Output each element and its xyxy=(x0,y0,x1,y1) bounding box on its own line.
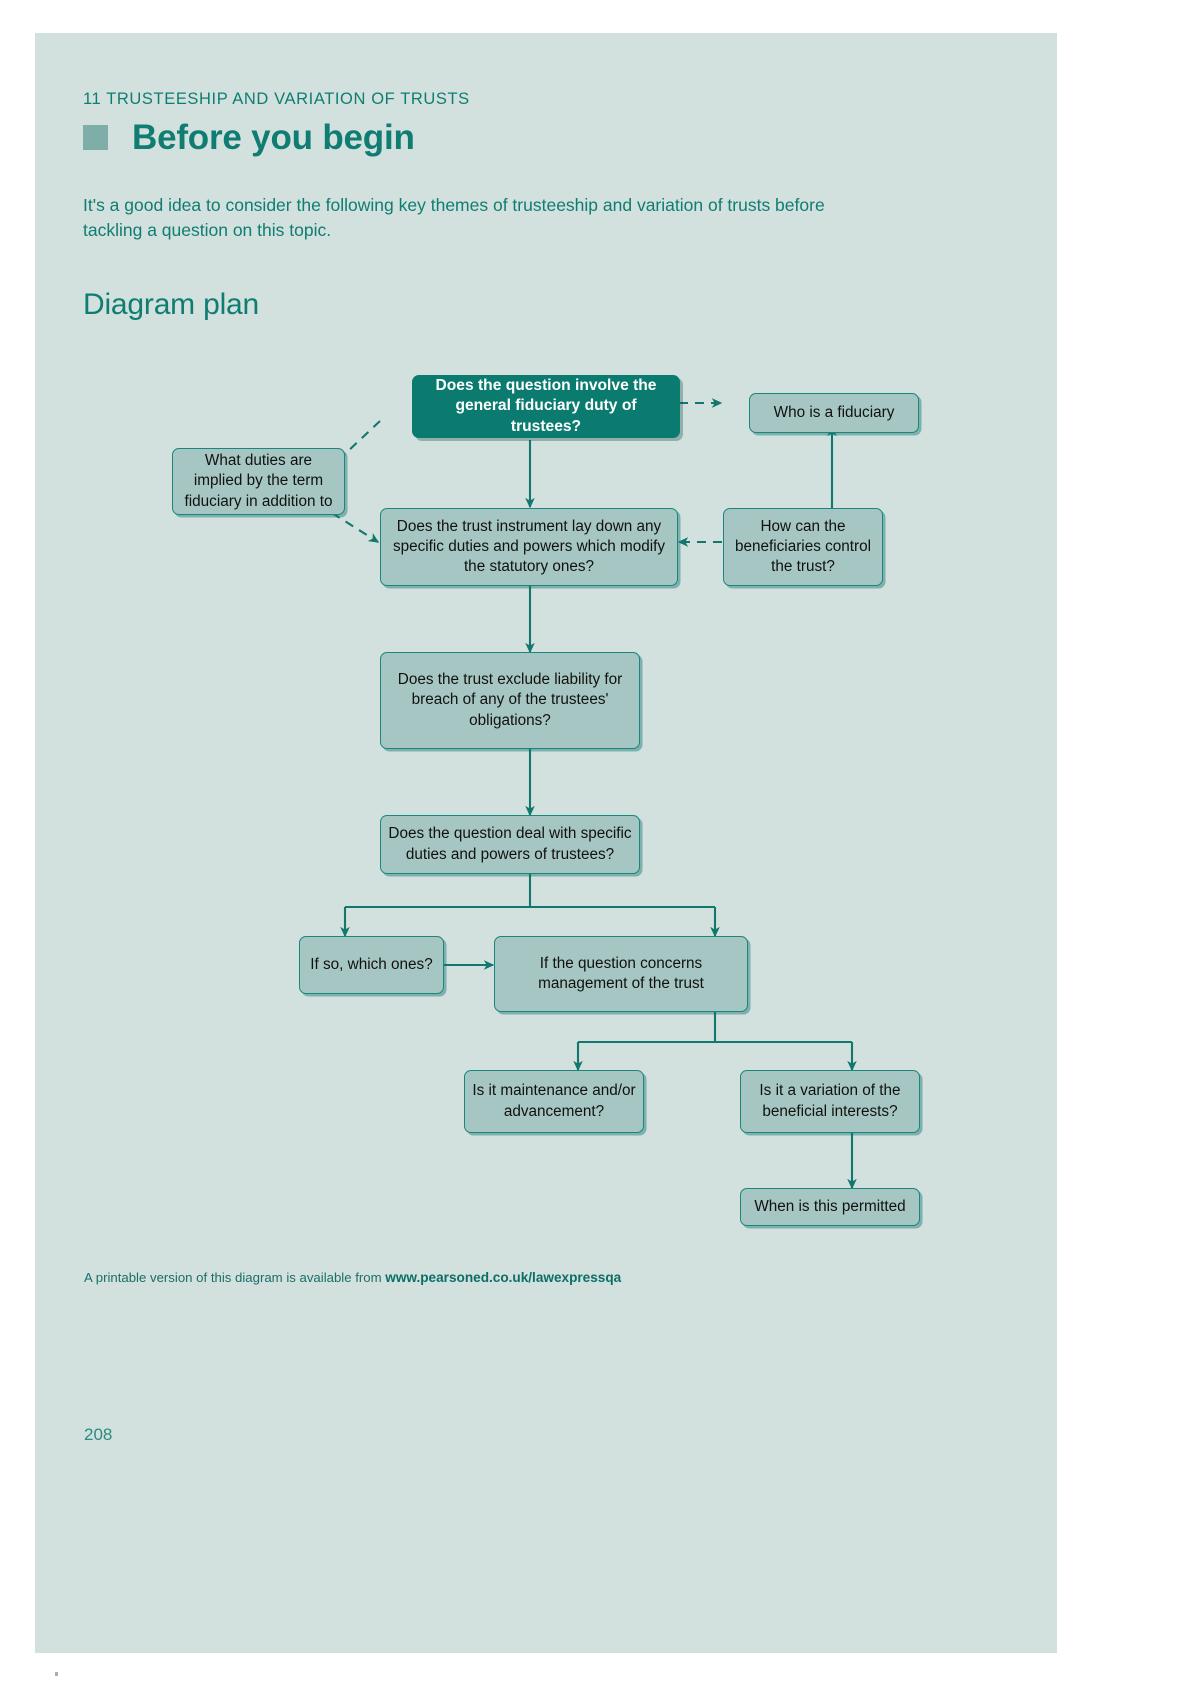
node-label: How can the beneficiaries control the tr… xyxy=(734,517,872,576)
node-maintenance-advancement[interactable]: Is it maintenance and/or advancement? xyxy=(464,1070,644,1133)
page-title: Before you begin xyxy=(132,118,415,157)
section-heading-diagram-plan: Diagram plan xyxy=(83,288,260,321)
node-label: Does the trust instrument lay down any s… xyxy=(392,517,666,576)
page-edge-mark xyxy=(55,1672,58,1676)
diagram-plan-flowchart: Does the question involve the general fi… xyxy=(172,375,920,1226)
node-specific-duties[interactable]: Does the question deal with specific dut… xyxy=(380,815,640,874)
node-label: Does the question deal with specific dut… xyxy=(388,825,632,863)
page-title-row: Before you begin xyxy=(83,120,415,155)
node-trust-instrument[interactable]: Does the trust instrument lay down any s… xyxy=(380,508,678,586)
node-label: Is it a variation of the beneficial inte… xyxy=(759,1082,901,1120)
node-label: Who is a fiduciary xyxy=(773,403,895,421)
node-variation-beneficial[interactable]: Is it a variation of the beneficial inte… xyxy=(740,1070,920,1133)
node-label: Does the trust exclude liability for bre… xyxy=(397,671,623,729)
node-label: Does the question involve the general fi… xyxy=(435,376,657,435)
node-label: If so, which ones? xyxy=(310,955,433,973)
node-label: Is it maintenance and/or advancement? xyxy=(472,1082,636,1120)
node-who-is-fiduciary[interactable]: Who is a fiduciary xyxy=(749,393,919,433)
printable-version-note: A printable version of this diagram is a… xyxy=(84,1270,621,1285)
page-number: 208 xyxy=(84,1425,113,1444)
node-when-permitted[interactable]: When is this permitted xyxy=(740,1188,920,1226)
node-management-of-trust[interactable]: If the question concerns management of t… xyxy=(494,936,748,1012)
node-label: What duties are implied by the term fidu… xyxy=(184,452,333,510)
node-label: If the question concerns management of t… xyxy=(538,954,704,992)
printable-note-text: A printable version of this diagram is a… xyxy=(84,1270,386,1285)
node-label: When is this permitted xyxy=(754,1197,906,1215)
flowchart-connectors xyxy=(329,398,857,1190)
node-exclude-liability[interactable]: Does the trust exclude liability for bre… xyxy=(380,652,640,749)
node-if-so-which-ones[interactable]: If so, which ones? xyxy=(299,936,444,994)
chapter-heading: 11 TRUSTEESHIP AND VARIATION OF TRUSTS xyxy=(83,90,470,108)
node-beneficiaries-control[interactable]: How can the beneficiaries control the tr… xyxy=(723,508,883,586)
intro-paragraph: It's a good idea to consider the followi… xyxy=(83,195,825,240)
node-q-fiduciary-duty[interactable]: Does the question involve the general fi… xyxy=(412,375,680,438)
square-bullet-icon xyxy=(83,125,108,150)
node-what-duties-implied[interactable]: What duties are implied by the term fidu… xyxy=(172,448,345,515)
printable-note-url[interactable]: www.pearsoned.co.uk/lawexpressqa xyxy=(385,1270,622,1285)
